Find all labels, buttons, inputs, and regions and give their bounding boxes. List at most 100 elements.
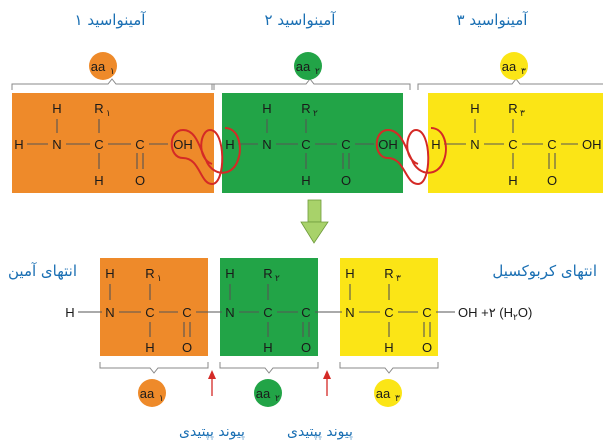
bottom-box-aa3: [340, 258, 438, 356]
atom-h: H: [301, 173, 310, 188]
badge-text: aa: [91, 59, 106, 74]
atom-oh: OH: [173, 137, 193, 152]
atom-h: H: [225, 266, 234, 281]
top-row: آمینواسید ۱ آمینواسید ۲ آمینواسید ۳ aa ۱…: [11, 11, 603, 193]
atom-h: H: [262, 101, 271, 116]
atom-o: O: [301, 340, 311, 355]
atom-h: H: [105, 266, 114, 281]
atom-n: N: [345, 305, 354, 320]
peptide-bond-arrow-2: [323, 370, 331, 396]
top-box-aa2: [222, 93, 403, 193]
atom-c: C: [422, 305, 431, 320]
bottom-box-aa1: [100, 258, 208, 356]
top-box-aa1: [12, 93, 214, 193]
top-brace-aa3: [417, 78, 603, 90]
badge-sub: ۳: [395, 394, 400, 404]
peptide-bond-label-1: پیوند پپتیدی: [179, 424, 245, 440]
atom-c: C: [547, 137, 556, 152]
bottom-structure-aa3: N H C R ۳ H C O: [345, 266, 455, 355]
bottom-badge-aa3: aa ۳: [374, 379, 402, 407]
atom-c: C: [301, 305, 310, 320]
atom-c: C: [301, 137, 310, 152]
water-loop-2: [375, 127, 447, 186]
r-sub: ۱: [106, 109, 111, 119]
top-structure-aa1: H N H C R ۱ H C O OH: [14, 101, 192, 188]
atom-c: C: [182, 305, 191, 320]
atom-h: H: [225, 137, 234, 152]
badge-circle: [138, 379, 166, 407]
top-title-aa2: آمینواسید ۲: [265, 11, 337, 29]
badge-circle: [89, 52, 117, 80]
badge-circle: [294, 52, 322, 80]
top-badge-aa3: aa ۳: [500, 52, 528, 80]
badge-text: aa: [296, 59, 311, 74]
atom-o: O: [341, 173, 351, 188]
badge-text: aa: [502, 59, 517, 74]
reaction-arrow: [300, 199, 329, 244]
atom-h: H: [14, 137, 23, 152]
atom-h: H: [431, 137, 440, 152]
top-brace-aa2: [211, 78, 411, 90]
arrow-shaft: [307, 199, 322, 223]
top-brace-aa1: [11, 78, 215, 90]
atom-c: C: [384, 305, 393, 320]
atom-h: H: [145, 340, 154, 355]
bottom-badge-aa2: aa ۲: [254, 379, 282, 407]
water-byproduct: OH +۲ (H۲O): [458, 305, 532, 322]
badge-sub: ۱: [110, 67, 115, 77]
r-sub: ۳: [520, 109, 525, 119]
badge-text: aa: [256, 386, 271, 401]
amine-end-label: انتهای آمین: [8, 262, 77, 280]
top-badge-aa2: aa ۲: [294, 52, 322, 80]
atom-n: N: [52, 137, 61, 152]
top-structure-aa3: H N H C R ۳ H C O OH: [431, 101, 601, 188]
bottom-brace-aa3: [339, 362, 439, 374]
atom-h: H: [52, 101, 61, 116]
atom-c: C: [508, 137, 517, 152]
atom-h: H: [508, 173, 517, 188]
top-badge-aa1: aa ۱: [89, 52, 117, 80]
atom-n: N: [105, 305, 114, 320]
atom-h: H: [384, 340, 393, 355]
r-sub: ۲: [313, 109, 318, 119]
atom-n: N: [262, 137, 271, 152]
atom-c: C: [341, 137, 350, 152]
arrow-head: [323, 370, 331, 379]
top-structure-aa2: H N H C R ۲ H C O OH: [225, 101, 397, 188]
r-group: R: [384, 266, 393, 281]
bottom-row: انتهای آمین انتهای کربوکسیل H N H C R ۱ …: [8, 258, 597, 440]
badge-circle: [500, 52, 528, 80]
peptide-bond-arrow-1: [208, 370, 216, 396]
badge-circle: [254, 379, 282, 407]
atom-o: O: [547, 173, 557, 188]
badge-circle: [374, 379, 402, 407]
r-group: R: [508, 101, 517, 116]
badge-text: aa: [376, 386, 391, 401]
r-sub: ۱: [157, 274, 162, 284]
r-sub: ۲: [275, 274, 280, 284]
badge-sub: ۲: [275, 394, 280, 404]
r-group: R: [301, 101, 310, 116]
water-sub: ۲: [513, 312, 518, 322]
atom-c: C: [145, 305, 154, 320]
r-group: R: [263, 266, 272, 281]
r-group: R: [94, 101, 103, 116]
bottom-box-aa2: [220, 258, 318, 356]
atom-h: H: [345, 266, 354, 281]
bottom-structure-aa2: N H C R ۲ H C O: [225, 266, 311, 355]
atom-n: N: [225, 305, 234, 320]
atom-o: O: [422, 340, 432, 355]
r-sub: ۳: [396, 274, 401, 284]
bottom-structure-aa1: N H C R ۱ H C O: [105, 266, 192, 355]
atom-h: H: [94, 173, 103, 188]
water-prefix: OH +۲ (H: [458, 305, 513, 320]
atom-oh: OH: [378, 137, 398, 152]
bottom-badge-aa1: aa ۱: [138, 379, 166, 407]
r-group: R: [145, 266, 154, 281]
atom-c: C: [94, 137, 103, 152]
water-suffix: O): [518, 305, 532, 320]
atom-o: O: [182, 340, 192, 355]
atom-o: O: [135, 173, 145, 188]
top-box-aa3: [428, 93, 603, 193]
